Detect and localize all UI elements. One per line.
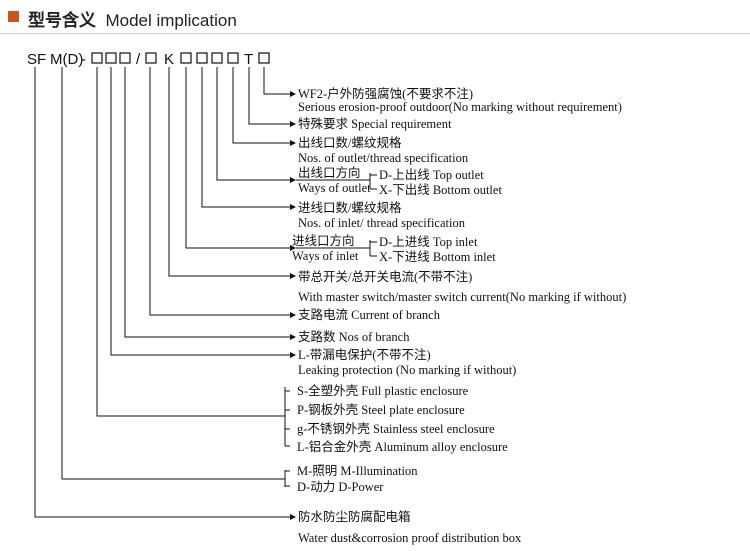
code-box-branch-nos [119,52,131,64]
label-outlet-way-zh: 出线口方向 [298,165,361,180]
label-outlet-nos-en: Nos. of outlet/thread specification [298,151,469,165]
section-header: 型号含义 Model implication [0,0,750,36]
label-power: D-动力 D-Power [297,480,384,494]
label-special: 特殊要求 Special requirement [298,116,452,131]
code-box-wf2 [258,52,270,64]
code-k: K [164,51,174,68]
label-inlet-nos-zh: 进线口数/螺纹规格 [298,200,402,215]
label-switch-en: With master switch/master switch current… [298,290,626,304]
label-illumination: M-照明 M-Illumination [297,464,418,478]
header-square-icon [8,11,19,22]
label-branch-current: 支路电流 Current of branch [298,307,441,322]
label-wf2-zh: WF2-户外防强腐蚀(不要求不注) [298,86,473,101]
code-box-enclosure [91,52,103,64]
label-leak-en: Leaking protection (No marking if withou… [298,363,516,377]
label-branch-nos: 支路数 Nos of branch [298,329,410,344]
label-enclosure-stainless: g-不锈钢外壳 Stainless steel enclosure [297,421,495,436]
label-switch-zh: 带总开关/总开关电流(不带不注) [298,269,472,284]
label-outlet-top: D-上出线 Top outlet [379,168,484,182]
label-box-en: Water dust&corrosion proof distribution … [298,531,522,545]
leader-lines [34,67,377,518]
label-enclosure-steel: P-钢板外壳 Steel plate enclosure [297,403,465,417]
label-inlet-bottom: X-下进线 Bottom inlet [379,250,496,264]
label-outlet-nos-zh: 出线口数/螺纹规格 [298,135,402,150]
section-title-en: Model implication [105,11,237,30]
code-box-leak [105,52,117,64]
label-wf2-en: Serious erosion-proof outdoor(No marking… [298,100,622,114]
section-title-zh: 型号含义 [28,11,96,30]
arrowheads [290,91,296,520]
code-md: M(D) [50,51,83,68]
code-dash: - [81,51,86,68]
label-inlet-nos-en: Nos. of inlet/ thread specification [298,216,466,230]
code-box-inlet-way [180,52,192,64]
label-inlet-way-zh: 进线口方向 [292,233,355,248]
label-inlet-way-en: Ways of inlet [292,249,359,263]
code-box-outlet-nos [227,52,239,64]
header-divider [0,33,750,34]
code-slash: / [136,51,141,68]
label-inlet-top: D-上进线 Top inlet [379,235,478,249]
section-title: 型号含义 Model implication [28,6,237,31]
code-box-outlet-way [211,52,223,64]
label-outlet-way-en: Ways of outlet [298,181,371,195]
code-t: T [244,51,253,68]
label-outlet-bottom: X-下出线 Bottom outlet [379,183,502,197]
label-leak-zh: L-带漏电保护(不带不注) [298,347,431,362]
code-box-branch-current [145,52,157,64]
code-box-inlet-nos [196,52,208,64]
label-enclosure-aluminum: L-铝合金外壳 Aluminum alloy enclosure [297,439,508,454]
label-box-zh: 防水防尘防腐配电箱 [298,509,411,524]
label-enclosure-plastic: S-全塑外壳 Full plastic enclosure [297,383,469,398]
code-sf: SF [27,51,46,68]
